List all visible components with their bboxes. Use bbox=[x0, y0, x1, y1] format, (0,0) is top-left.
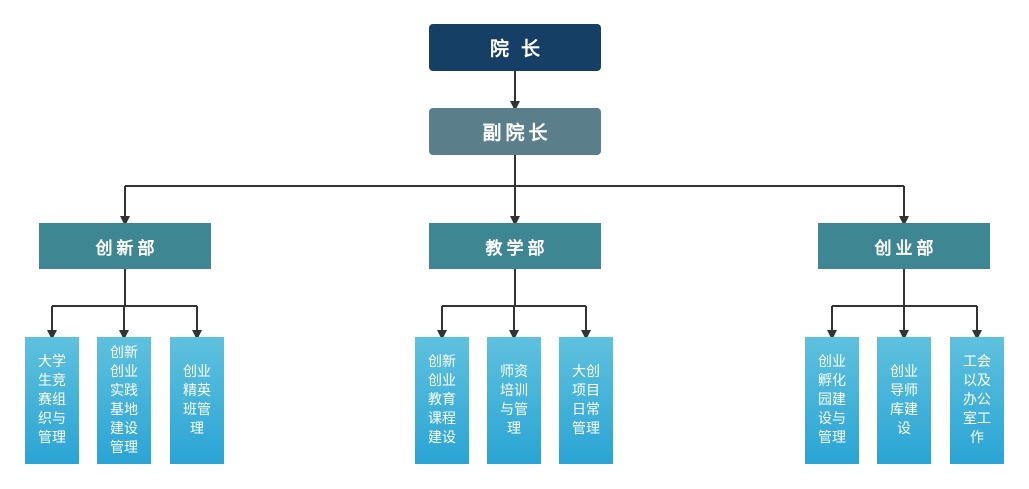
node-leaf: 大学生竞赛组织与管理 bbox=[25, 337, 79, 464]
node-leaf: 创新创业实践基地建设管理 bbox=[97, 337, 151, 464]
leaf-label: 创业精英班管理 bbox=[183, 363, 211, 437]
node-leaf: 工会以及办公室工作 bbox=[950, 337, 1004, 464]
node-vice-label: 副院长 bbox=[482, 122, 552, 144]
leaf-label: 师资培训与管理 bbox=[500, 363, 528, 437]
node-root: 院长 bbox=[429, 24, 601, 71]
node-vice: 副院长 bbox=[429, 108, 601, 155]
leaf-label: 创业孵化园建设与管理 bbox=[818, 354, 846, 446]
leaf-label: 创新创业教育课程建设 bbox=[428, 354, 456, 446]
node-leaf: 创新创业教育课程建设 bbox=[415, 337, 469, 464]
node-leaf: 创业精英班管理 bbox=[170, 337, 224, 464]
node-dept-teaching: 教学部 bbox=[429, 223, 601, 269]
leaf-label: 大学生竞赛组织与管理 bbox=[38, 354, 66, 446]
leaf-label: 创业导师库建设 bbox=[890, 363, 918, 437]
node-leaf: 大创项目日常管理 bbox=[559, 337, 613, 464]
dept-label: 创业部 bbox=[874, 238, 938, 259]
leaf-label: 大创项目日常管理 bbox=[572, 363, 600, 437]
node-dept-entrepreneurship: 创业部 bbox=[818, 223, 990, 269]
leaf-label: 工会以及办公室工作 bbox=[963, 354, 991, 446]
leaf-label: 创新创业实践基地建设管理 bbox=[110, 344, 138, 456]
node-leaf: 创业孵化园建设与管理 bbox=[805, 337, 859, 464]
node-leaf: 创业导师库建设 bbox=[877, 337, 931, 464]
dept-label: 教学部 bbox=[485, 238, 549, 259]
node-dept-innovation: 创新部 bbox=[39, 223, 211, 269]
node-leaf: 师资培训与管理 bbox=[487, 337, 541, 464]
node-root-label: 院长 bbox=[489, 38, 552, 60]
dept-label: 创新部 bbox=[95, 238, 159, 259]
